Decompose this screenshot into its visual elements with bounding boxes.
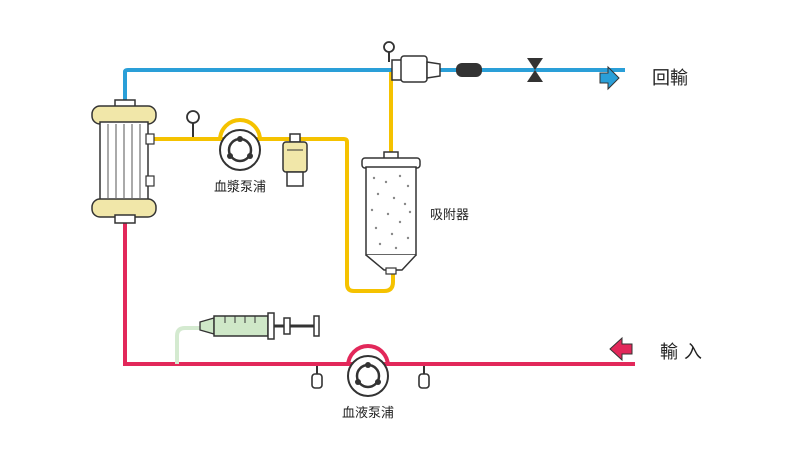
valve-icon [383, 41, 441, 83]
plasma-pump-label: 血漿泵浦 [214, 180, 266, 195]
tube-connector-icon [456, 63, 482, 77]
syringe-line [175, 326, 200, 364]
return-line [123, 68, 625, 104]
drip-chamber-icon [282, 133, 308, 187]
clamp-icon [527, 58, 543, 82]
plasma-pump-icon [218, 118, 262, 171]
plasma-line [150, 137, 395, 293]
adsorber-label: 吸附器 [430, 208, 469, 223]
pressure-gauge-icon [186, 110, 200, 137]
blood-pump-label: 血液泵浦 [342, 406, 394, 421]
input-label: 輸入 [660, 342, 708, 363]
arrow-right-icon [599, 65, 620, 91]
filter-column-icon [91, 99, 157, 224]
return-label: 回輸 [652, 68, 688, 89]
adsorber-column-icon [361, 151, 421, 275]
syringe-icon [199, 312, 320, 340]
arrow-left-icon [609, 336, 633, 362]
pressure-gauge-icon [311, 366, 323, 389]
input-line [123, 222, 635, 366]
blood-pump-icon [346, 344, 390, 397]
pressure-gauge-icon [418, 366, 430, 389]
